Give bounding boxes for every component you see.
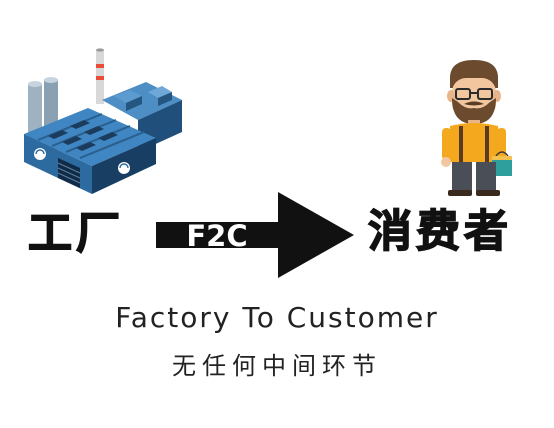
customer-person-icon <box>441 60 512 196</box>
shopping-bag-icon <box>492 151 512 176</box>
f2c-label: F2C <box>186 219 248 253</box>
factory-icon <box>24 48 182 194</box>
chinese-caption: 无任何中间环节 <box>172 352 382 380</box>
consumer-label: 消费者 <box>367 206 512 257</box>
english-caption: Factory To Customer <box>115 301 439 334</box>
factory-label: 工厂 <box>27 208 124 259</box>
right-arrow-icon <box>156 192 354 278</box>
chimney-icon <box>96 48 104 104</box>
